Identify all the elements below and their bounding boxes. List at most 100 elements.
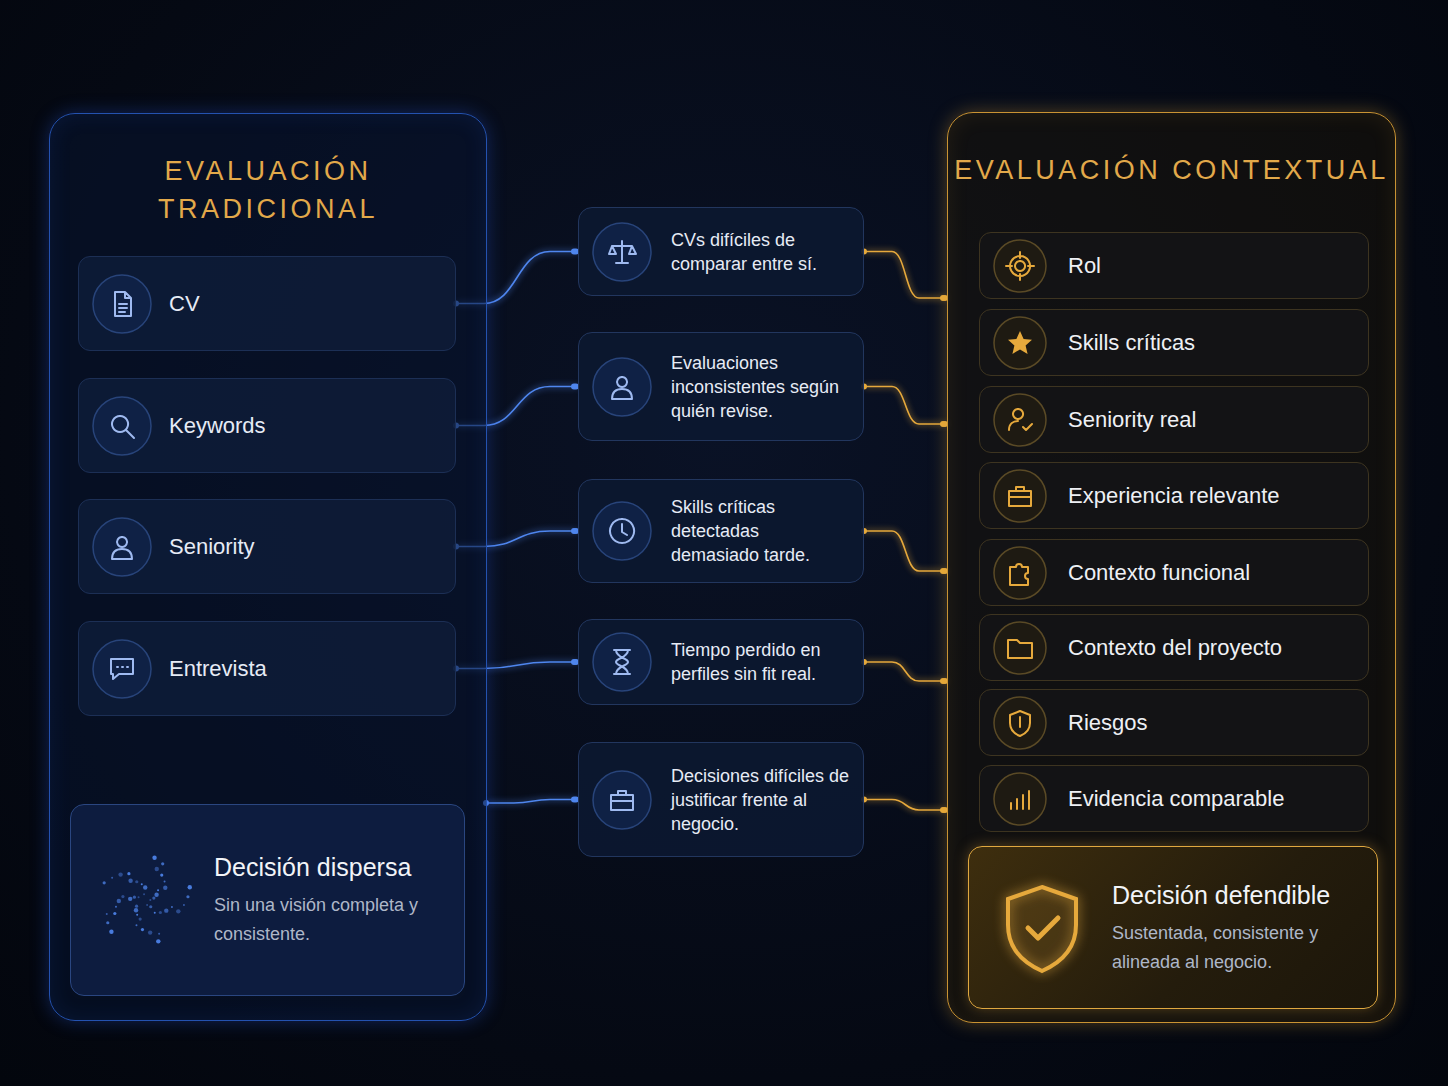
criteria-box: Seniority real — [979, 386, 1369, 453]
text-group: Evaluaciones inconsistentes según quién … — [671, 351, 851, 423]
box-label: Rol — [1068, 253, 1101, 279]
icon — [591, 221, 653, 283]
box-label: Evidencia comparable — [1068, 786, 1284, 812]
criteria-box: Contexto del proyecto — [979, 614, 1369, 681]
criteria-box: Evidencia comparable — [979, 765, 1369, 832]
outcome-box: Decisión dispersaSin una visión completa… — [70, 804, 465, 996]
panel: EVALUACIÓN CONTEXTUAL RolSkills críticasS… — [947, 112, 1396, 1023]
connector-dot — [940, 568, 946, 574]
criteria-box: Skills críticas — [979, 309, 1369, 376]
input-box: Keywords — [78, 378, 456, 473]
connector-group — [861, 528, 948, 574]
box-label: Skills críticas — [1068, 330, 1195, 356]
text-group: Skills críticas detectadas demasiado tar… — [671, 495, 851, 567]
connector-dot — [571, 249, 577, 255]
icon — [992, 695, 1048, 751]
text-group: Contexto funcional — [1068, 560, 1250, 586]
icon — [591, 500, 653, 562]
input-box: CV — [78, 256, 456, 351]
text-group: Tiempo perdido en perfiles sin fit real. — [671, 638, 851, 686]
box-label: Keywords — [169, 413, 266, 439]
text-group: Seniority real — [1068, 407, 1196, 433]
connector-group — [861, 384, 948, 428]
box-label: Tiempo perdido en perfiles sin fit real. — [671, 638, 851, 686]
connector-dot — [940, 678, 946, 684]
text-group: Skills críticas — [1068, 330, 1195, 356]
connector-dot — [940, 421, 946, 427]
outcome-body: Sustentada, consistente y alineada al ne… — [1112, 919, 1342, 977]
criteria-box: Riesgos — [979, 689, 1369, 756]
icon — [992, 620, 1048, 676]
box-label: Evaluaciones inconsistentes según quién … — [671, 351, 851, 423]
panel-heading: EVALUACIÓN CONTEXTUAL — [948, 113, 1395, 189]
box-label: Seniority — [169, 534, 255, 560]
text-group: Rol — [1068, 253, 1101, 279]
connector — [864, 252, 947, 299]
connector-dot — [940, 295, 946, 301]
icon — [591, 631, 653, 693]
icon — [91, 395, 153, 457]
input-box: Seniority — [78, 499, 456, 594]
icon — [992, 545, 1048, 601]
outcome-title: Decisión defendible — [1112, 879, 1342, 911]
text-group: Decisión defendibleSustentada, consisten… — [1112, 879, 1361, 977]
outcome-box: Decisión defendibleSustentada, consisten… — [968, 846, 1378, 1009]
box-label: Contexto del proyecto — [1068, 635, 1282, 661]
text-group: Riesgos — [1068, 710, 1147, 736]
text-group: Seniority — [169, 534, 255, 560]
connector — [486, 800, 578, 804]
box-label: CVs difíciles de comparar entre sí. — [671, 228, 851, 276]
connector — [864, 662, 947, 681]
icon — [91, 516, 153, 578]
text-group: CVs difíciles de comparar entre sí. — [671, 228, 851, 276]
text-group: Keywords — [169, 413, 266, 439]
text-group: Evidencia comparable — [1068, 786, 1284, 812]
criteria-box: Experiencia relevante — [979, 462, 1369, 529]
icon — [89, 845, 199, 955]
criteria-box: Rol — [979, 232, 1369, 299]
connector-group — [483, 797, 579, 807]
text-group: Experiencia relevante — [1068, 483, 1280, 509]
icon — [987, 873, 1097, 983]
connector-group — [861, 249, 948, 302]
box-label: Skills críticas detectadas demasiado tar… — [671, 495, 851, 567]
panel-heading: EVALUACIÓN TRADICIONAL — [50, 114, 486, 228]
box-label: Decisiones difíciles de justificar frent… — [671, 764, 851, 836]
connector — [864, 531, 947, 571]
problem-box: Tiempo perdido en perfiles sin fit real. — [578, 619, 864, 705]
icon — [992, 468, 1048, 524]
connector-dot — [571, 797, 577, 803]
icon — [992, 771, 1048, 827]
icon — [992, 315, 1048, 371]
text-group: CV — [169, 291, 200, 317]
outcome-title: Decisión dispersa — [214, 851, 444, 883]
box-label: Seniority real — [1068, 407, 1196, 433]
box-label: Entrevista — [169, 656, 267, 682]
text-group: Entrevista — [169, 656, 267, 682]
connector-dot — [571, 384, 577, 390]
outcome-body: Sin una visión completa y consistente. — [214, 891, 444, 949]
connector-dot — [571, 659, 577, 665]
connector-group — [861, 659, 948, 684]
problem-box: CVs difíciles de comparar entre sí. — [578, 207, 864, 296]
text-group: Contexto del proyecto — [1068, 635, 1282, 661]
input-box: Entrevista — [78, 621, 456, 716]
icon — [992, 238, 1048, 294]
icon — [992, 392, 1048, 448]
connector — [864, 800, 947, 811]
connector-dot — [571, 528, 577, 534]
icon — [591, 356, 653, 418]
problem-box: Skills críticas detectadas demasiado tar… — [578, 479, 864, 583]
connector — [864, 387, 947, 425]
problem-box: Evaluaciones inconsistentes según quién … — [578, 332, 864, 441]
panel: EVALUACIÓN TRADICIONAL CV KeywordsSeniorit… — [49, 113, 487, 1021]
connector-group — [861, 797, 948, 814]
icon — [91, 273, 153, 335]
text-group: Decisiones difíciles de justificar frent… — [671, 764, 851, 836]
box-label: Experiencia relevante — [1068, 483, 1280, 509]
box-label: Contexto funcional — [1068, 560, 1250, 586]
problem-box: Decisiones difíciles de justificar frent… — [578, 742, 864, 857]
connector-dot — [940, 807, 946, 813]
text-group: Decisión dispersaSin una visión completa… — [214, 851, 448, 949]
